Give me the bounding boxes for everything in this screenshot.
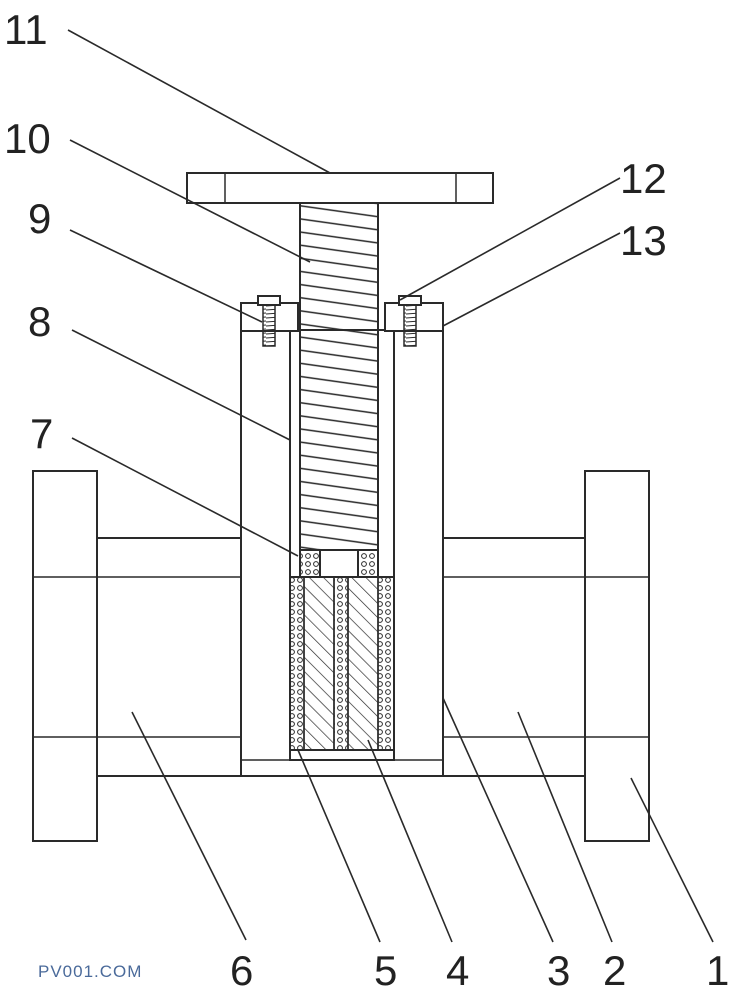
leader-4 [367, 739, 453, 943]
leader-1 [630, 777, 714, 943]
label-5: 5 [374, 947, 397, 994]
label-1: 1 [706, 947, 729, 994]
leader-5 [297, 749, 381, 943]
right-pipe [442, 537, 586, 777]
stem-connector [299, 549, 379, 578]
label-2: 2 [603, 947, 626, 994]
label-13: 13 [620, 217, 667, 264]
leader-3 [442, 697, 554, 943]
left-pipe [96, 537, 242, 777]
part-numbers: 11 10 9 8 7 12 13 6 5 4 3 2 1 [4, 6, 729, 994]
leader-10 [69, 139, 311, 263]
label-9: 9 [28, 195, 51, 242]
leader-6 [131, 711, 247, 941]
leader-11 [67, 29, 331, 174]
threaded-stem [299, 202, 379, 551]
label-11: 11 [4, 6, 48, 53]
gate-assembly [289, 576, 395, 751]
left-flange [32, 470, 98, 842]
label-8: 8 [28, 298, 51, 345]
right-flange [584, 470, 650, 842]
label-4: 4 [446, 947, 469, 994]
label-12: 12 [620, 155, 667, 202]
label-7: 7 [30, 410, 53, 457]
leader-8 [71, 329, 291, 441]
leader-2 [517, 711, 613, 943]
label-6: 6 [230, 947, 253, 994]
leader-lines [67, 29, 714, 943]
leader-9 [69, 229, 263, 323]
handwheel [186, 172, 494, 204]
label-3: 3 [547, 947, 570, 994]
watermark: PV001.COM [38, 962, 143, 981]
label-10: 10 [4, 115, 51, 162]
right-cap-plate [384, 295, 444, 347]
leader-13 [442, 232, 621, 327]
leader-7 [71, 437, 299, 557]
leader-12 [399, 177, 621, 301]
